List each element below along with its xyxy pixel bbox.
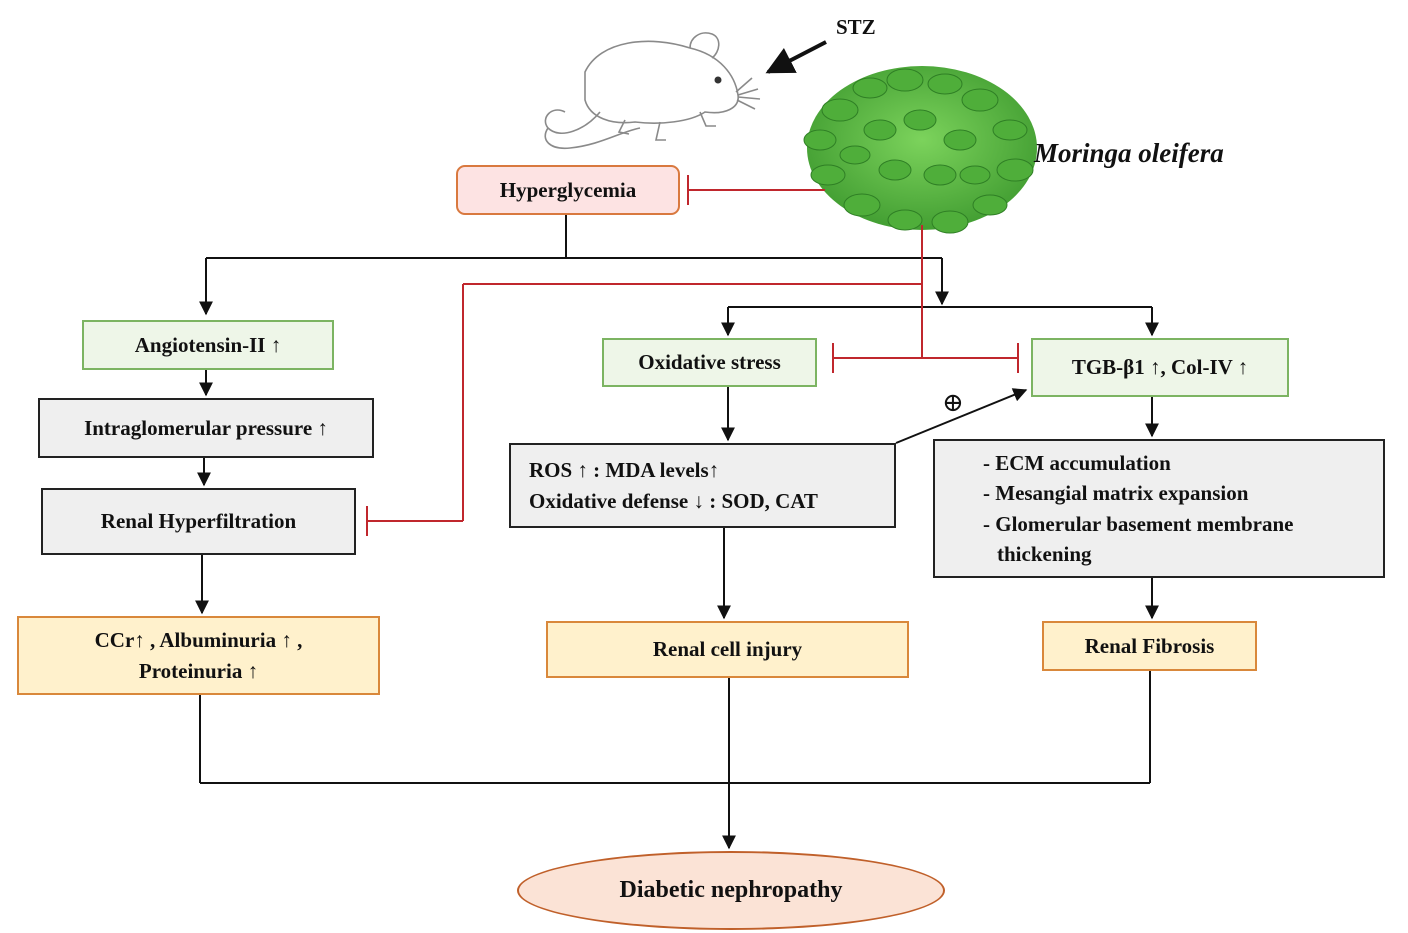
oxidative-stress-box: Oxidative stress [602, 338, 817, 387]
ros-box: ROS ↑ : MDA levels↑ Oxidative defense ↓ … [509, 443, 896, 528]
flow-lines [195, 215, 1159, 850]
moringa-leaves-illustration [803, 66, 1037, 234]
hyperglycemia-box: Hyperglycemia [456, 165, 680, 215]
ecm-line-2: - Mesangial matrix expansion [983, 481, 1249, 506]
plant-name-label: Moringa oleifera [1034, 138, 1224, 168]
tgb-box: TGB-β1 ↑, Col-IV ↑ [1031, 338, 1289, 397]
mouse-illustration [544, 32, 761, 150]
ecm-line-3: - Glomerular basement membrane [983, 511, 1294, 536]
intraglomerular-box: Intraglomerular pressure ↑ [38, 398, 374, 458]
ecm-line-4: thickening [997, 541, 1092, 566]
ros-line-1: ROS ↑ : MDA levels↑ [529, 458, 720, 483]
hyperfiltration-box: Renal Hyperfiltration [41, 488, 356, 555]
ecm-line-1: - ECM accumulation [983, 450, 1171, 475]
cell-injury-box: Renal cell injury [546, 621, 909, 678]
ros-line-2: Oxidative defense ↓ : SOD, CAT [529, 488, 818, 513]
ccr-box: CCr↑ , Albuminuria ↑ , Proteinuria ↑ [17, 616, 380, 695]
plus-symbol: ⊕ [942, 388, 964, 417]
ccr-line-2: Proteinuria ↑ [138, 658, 259, 683]
ecm-box: - ECM accumulation - Mesangial matrix ex… [933, 439, 1385, 578]
angiotensin-box: Angiotensin-II ↑ [82, 320, 334, 370]
inhibition-lines [366, 175, 1019, 536]
diabetic-nephropathy-oval: Diabetic nephropathy [517, 851, 945, 930]
ccr-line-1: CCr↑ , Albuminuria ↑ , [94, 628, 303, 653]
stz-arrow [765, 40, 827, 74]
renal-fibrosis-box: Renal Fibrosis [1042, 621, 1257, 671]
stz-label: STZ [836, 15, 876, 39]
